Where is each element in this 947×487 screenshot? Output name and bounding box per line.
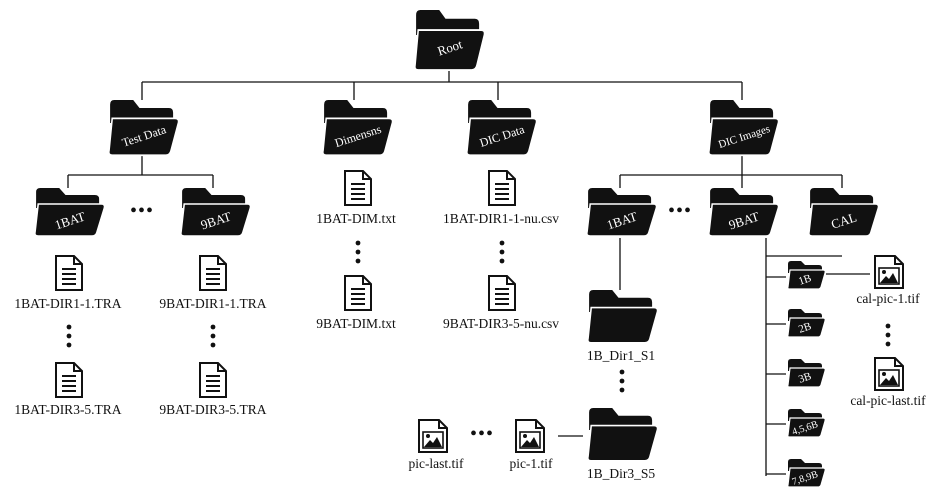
horizontal-ellipsis: ••• xyxy=(667,200,693,222)
cal-sub-456b-folder-icon: 4,5,6B xyxy=(787,408,826,438)
connector-lines xyxy=(67,70,870,476)
dic-1bat-folder-icon: 1BAT xyxy=(586,187,658,237)
file-label: 1BAT-DIM.txt xyxy=(316,211,396,226)
file-label: 9BAT-DIR1-1.TRA xyxy=(159,296,267,311)
vertical-ellipsis-icon xyxy=(499,240,505,264)
folder-label: 1B_Dir3_S5 xyxy=(586,466,656,481)
test-9bat-folder-icon: 9BAT xyxy=(180,187,252,237)
file-label: 9BAT-DIR3-5-nu.csv xyxy=(442,316,560,331)
dic-images-folder-icon: DIC Images xyxy=(707,99,780,157)
vertical-ellipsis-icon xyxy=(885,323,891,347)
image-file-icon xyxy=(874,255,904,289)
horizontal-ellipsis: ••• xyxy=(129,200,155,222)
image-file-icon xyxy=(418,419,448,453)
cal-folder-icon: CAL xyxy=(808,187,880,237)
cal-sub-3b-folder-icon: 3B xyxy=(787,358,826,388)
document-icon xyxy=(488,275,516,311)
file-label: cal-pic-last.tif xyxy=(850,393,926,408)
file-label: pic-last.tif xyxy=(408,456,464,471)
document-icon xyxy=(488,170,516,206)
file-label: 1BAT-DIR1-1.TRA xyxy=(14,296,122,311)
cal-sub-2b-folder-icon: 2B xyxy=(787,308,826,338)
cal-sub-789b-folder-icon: 7,8,9B xyxy=(787,458,826,487)
sub-last-folder-icon xyxy=(587,407,659,462)
root-folder-icon: Root xyxy=(413,9,486,71)
cal-sub-2b-label: 2B xyxy=(797,320,813,335)
folder-label: 1B_Dir1_S1 xyxy=(586,348,656,363)
cal-sub-1b-folder-icon: 1B xyxy=(787,260,826,290)
file-label: 1BAT-DIR3-5.TRA xyxy=(14,402,122,417)
vertical-ellipsis-icon xyxy=(210,324,216,348)
file-label: pic-1.tif xyxy=(509,456,553,471)
vertical-ellipsis-icon xyxy=(619,369,625,393)
dimensns-folder-icon: Dimensns xyxy=(321,99,394,157)
document-icon xyxy=(55,362,83,398)
document-icon xyxy=(199,255,227,291)
file-label: 9BAT-DIM.txt xyxy=(316,316,396,331)
vertical-ellipsis-icon xyxy=(66,324,72,348)
dic-data-folder-icon: DIC Data xyxy=(465,99,538,157)
cal-sub-3b-label: 3B xyxy=(797,370,813,385)
test-data-folder-icon: Test Data xyxy=(107,99,180,157)
image-file-icon xyxy=(874,357,904,391)
file-label: 1BAT-DIR1-1-nu.csv xyxy=(442,211,560,226)
document-icon xyxy=(344,170,372,206)
cal-sub-1b-label: 1B xyxy=(797,272,813,287)
sub-first-folder-icon xyxy=(587,289,659,344)
file-label: 9BAT-DIR3-5.TRA xyxy=(159,402,267,417)
image-file-icon xyxy=(515,419,545,453)
horizontal-ellipsis: ••• xyxy=(469,423,495,445)
test-1bat-folder-icon: 1BAT xyxy=(34,187,106,237)
dic-9bat-folder-icon: 9BAT xyxy=(708,187,780,237)
document-icon xyxy=(344,275,372,311)
document-icon xyxy=(199,362,227,398)
vertical-ellipsis-icon xyxy=(355,240,361,264)
file-label: cal-pic-1.tif xyxy=(856,291,920,306)
document-icon xyxy=(55,255,83,291)
